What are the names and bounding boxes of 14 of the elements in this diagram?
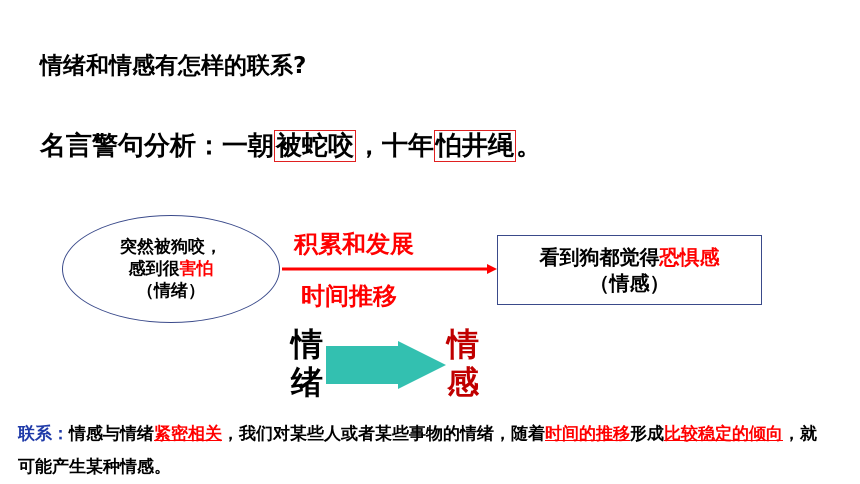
caption-text: 时间推移 [301,281,397,312]
node-text: 突然被狗咬，感到很害怕 [119,236,223,280]
emotion-ellipse [62,215,280,323]
feeling-box [497,235,762,305]
term-text: 情感 [446,322,480,404]
node-text: 看到狗都觉得恐惧感 [540,244,720,270]
quote-text: 名言警句分析：一朝被蛇咬，十年怕井绳。 [40,129,542,163]
block-arrow [326,341,446,389]
node-caption: （情绪） [137,280,205,302]
term-text: 情绪 [290,322,324,404]
arrow [282,264,497,274]
title: 情绪和情感有怎样的联系? [40,52,306,81]
node-caption: （情感） [590,270,670,296]
conclusion-paragraph: 联系：情感与情绪紧密相关，我们对某些人或者某些事物的情绪，随着时间的推移形成比较稳定的倾向，就可能产生某种情感。 [18,423,818,479]
